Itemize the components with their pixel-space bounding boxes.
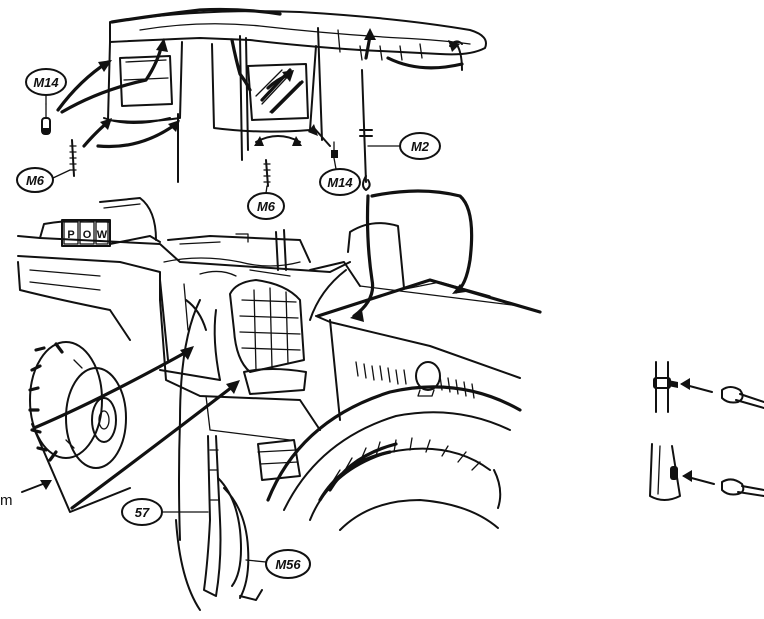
callout-m6-center: M6 xyxy=(247,185,285,220)
callout-m14-left: M14 xyxy=(25,68,67,105)
panel-letter-w: W xyxy=(97,229,108,241)
canvas-top xyxy=(103,7,487,183)
rear-wheel xyxy=(28,341,127,469)
callout-57: 57 xyxy=(121,498,209,526)
connecting-rods xyxy=(159,189,474,541)
callout-m56: M56 xyxy=(245,549,311,579)
panel-letter-o: O xyxy=(83,229,92,241)
seat xyxy=(213,279,307,395)
rifle xyxy=(175,435,263,611)
callout-m2: M2 xyxy=(367,132,441,160)
small-parts xyxy=(41,69,373,191)
callout-m6-center-text: M6 xyxy=(257,199,276,214)
callout-m14-left-text: M14 xyxy=(33,75,59,90)
side-screen xyxy=(21,346,240,513)
callout-m14-center: M14 xyxy=(319,157,361,196)
callout-57-text: 57 xyxy=(135,505,150,520)
vehicle-body: P O W xyxy=(17,197,542,481)
front-wheel xyxy=(266,385,522,531)
panel-letter-p: P xyxy=(67,229,74,241)
rear-panel: P O W xyxy=(61,219,111,247)
edge-text: m xyxy=(0,492,13,509)
detail-strap-loop xyxy=(653,361,764,413)
callout-m14-center-text: M14 xyxy=(327,175,353,190)
callout-m2-text: M2 xyxy=(411,139,430,154)
detail-eyelet xyxy=(649,443,764,501)
canvas-arrows xyxy=(56,28,463,149)
callout-m56-text: M56 xyxy=(275,557,301,572)
callout-m6-left-text: M6 xyxy=(26,173,45,188)
callout-m6-left: M6 xyxy=(16,167,71,193)
